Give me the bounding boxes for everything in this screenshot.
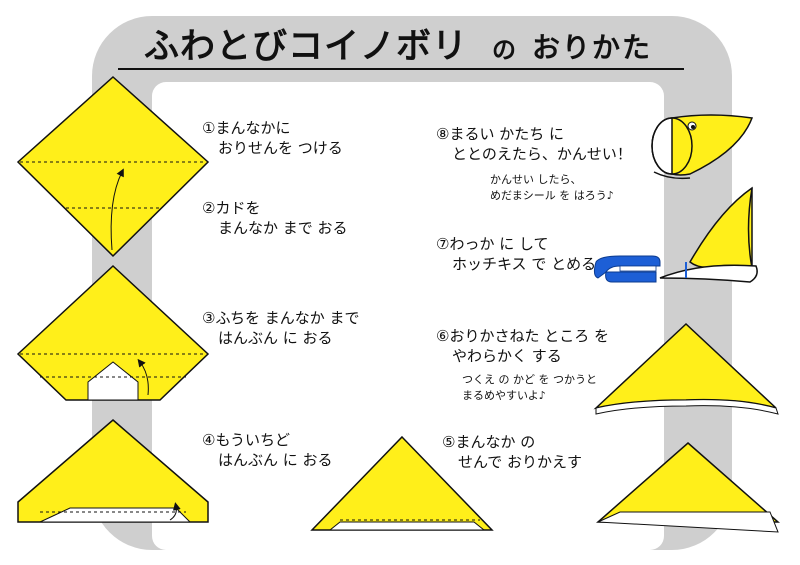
step-1-line1: まんなかに <box>215 119 291 137</box>
step-5-line2: せんで おりかえす <box>458 453 583 471</box>
diagram-step7 <box>659 186 758 283</box>
step-6-tip-line2: まるめやすいよ♪ <box>462 389 546 402</box>
step-2-line1: カドを <box>215 199 261 217</box>
step-2-number: ② <box>202 199 216 217</box>
page-subtitle: おりかた <box>532 31 653 64</box>
curved-arrow-icon <box>110 168 124 251</box>
step-8-line1: まるい かたち に <box>449 125 564 143</box>
diagram-step6 <box>593 322 779 415</box>
step-2: ②カドを まんなか まで おる <box>202 198 348 238</box>
step-6-tip-line1: つくえ の かど を つかうと <box>462 373 597 386</box>
step-4-number: ④ <box>202 431 216 449</box>
step-1-number: ① <box>202 119 216 137</box>
diagram-step1 <box>16 75 210 258</box>
step-8: ⑧まるい かたち に ととのえたら、かんせい！ <box>436 124 632 164</box>
diagram-step3 <box>16 264 210 401</box>
step-6-line2: やわらかく する <box>452 347 562 365</box>
step-4: ④もういちど はんぶん に おる <box>202 430 333 470</box>
step-5-number: ⑤ <box>442 433 456 451</box>
step-3-line1: ふちを まんなか まで <box>215 309 360 327</box>
title-bar: ふわとびコイノボリ の おりかた <box>120 16 680 72</box>
step-3-number: ③ <box>202 309 216 327</box>
curved-arrow-icon <box>137 358 149 396</box>
step-5: ⑤まんなか の せんで おりかえす <box>442 432 582 472</box>
title-underline <box>118 68 684 70</box>
step-8-tip-line1: かんせい したら、 <box>490 173 582 186</box>
diagram-step5 <box>310 435 494 531</box>
step-5-line1: まんなか の <box>455 433 536 451</box>
step-2-line2: まんなか まで おる <box>218 219 348 237</box>
step-7: ⑦わっか に して ホッチキス で とめる <box>436 234 596 274</box>
step-3: ③ふちを まんなか まで はんぶん に おる <box>202 308 360 348</box>
step-8-number: ⑧ <box>436 125 450 143</box>
diagram-step5-result <box>596 442 780 533</box>
step-7-line1: わっか に して <box>449 235 549 253</box>
step-7-line2: ホッチキス で とめる <box>452 255 597 273</box>
step-4-line2: はんぶん に おる <box>218 451 333 469</box>
step-6: ⑥おりかさねた ところ を やわらかく する <box>436 326 609 366</box>
step-4-line1: もういちど <box>215 431 291 449</box>
step-1-line2: おりせんを つける <box>218 139 343 157</box>
diagram-step8 <box>651 114 754 180</box>
page-title: ふわとびコイノボリ <box>144 27 469 67</box>
stapler-icon <box>593 255 661 283</box>
step-7-number: ⑦ <box>436 235 450 253</box>
step-1: ①まんなかに おりせんを つける <box>202 118 343 158</box>
step-8-tip-line2: めだまシール を はろう♪ <box>490 189 614 202</box>
step-6-tip: つくえ の かど を つかうと まるめやすいよ♪ <box>462 372 597 404</box>
step-6-line1: おりかさねた ところ を <box>449 327 609 345</box>
title-particle: の <box>492 36 516 64</box>
step-8-tip: かんせい したら、 めだまシール を はろう♪ <box>490 172 614 204</box>
curved-arrow-icon <box>169 502 181 521</box>
step-6-number: ⑥ <box>436 327 450 345</box>
diagram-step4 <box>17 419 209 523</box>
step-8-line2: ととのえたら、かんせい！ <box>452 145 632 163</box>
step-3-line2: はんぶん に おる <box>218 329 333 347</box>
